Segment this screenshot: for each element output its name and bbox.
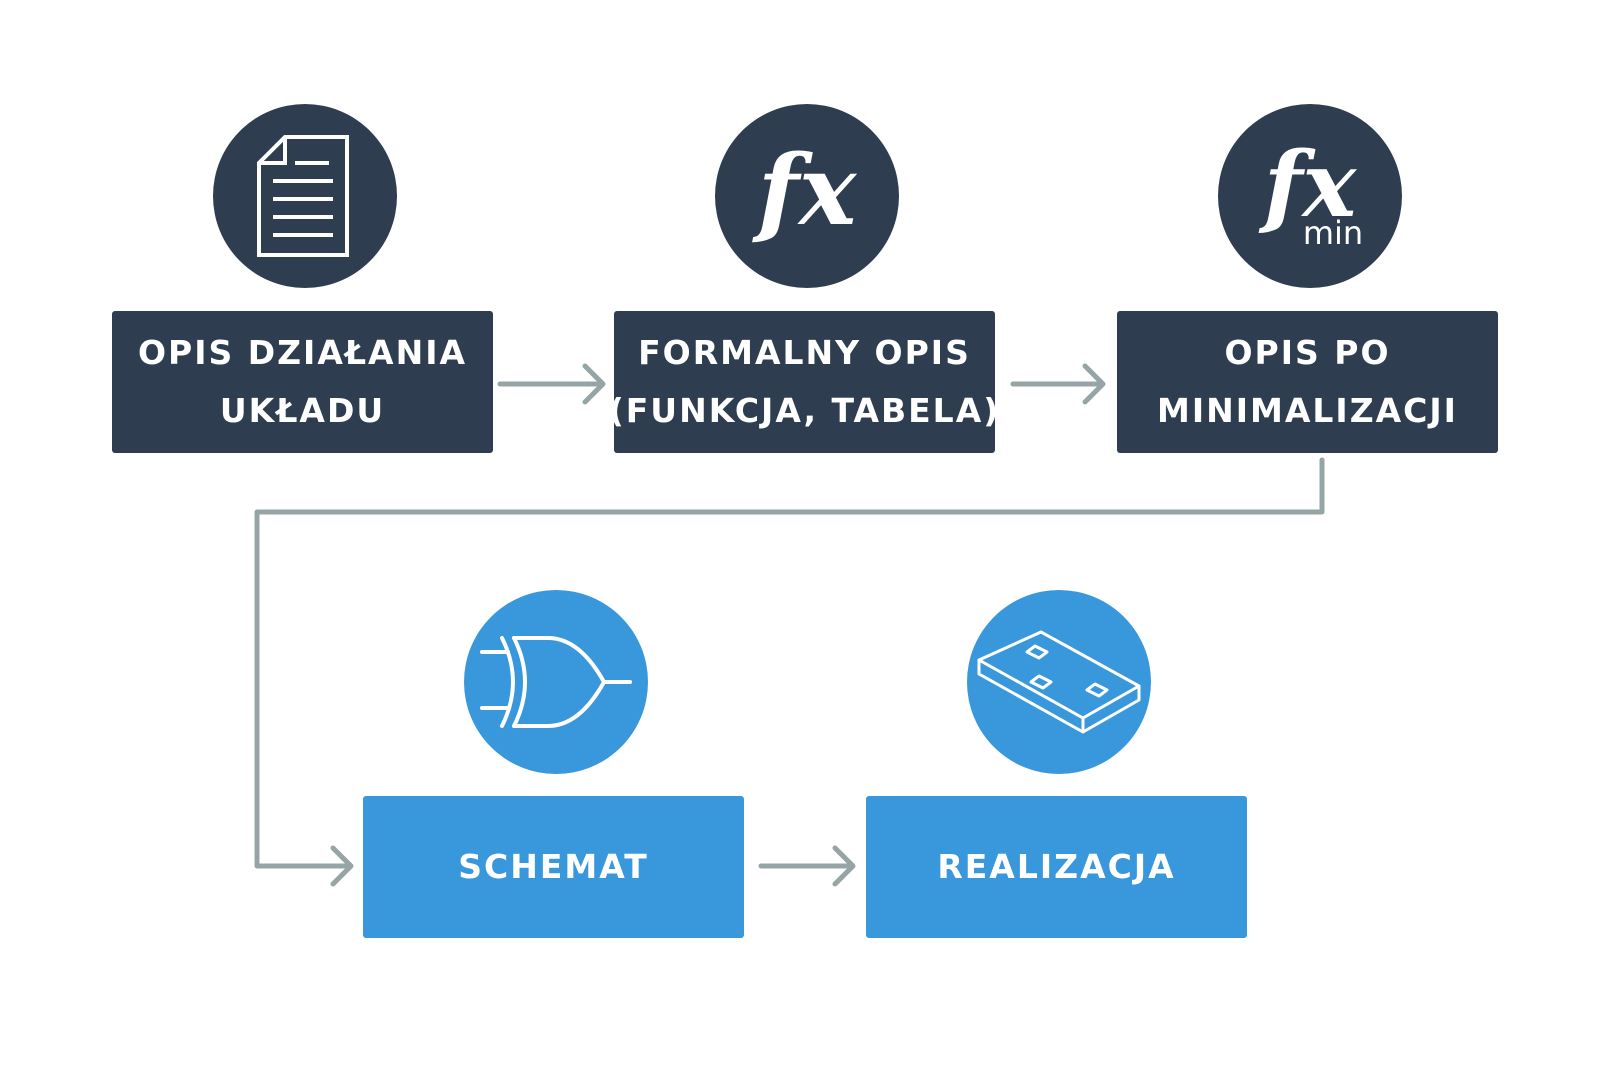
step-label-line-2: UKŁADU bbox=[219, 391, 386, 430]
icon-circle-realizacja bbox=[967, 590, 1151, 774]
edge-arrow-4-5 bbox=[758, 845, 856, 887]
edge-arrow-2-3 bbox=[1010, 363, 1106, 405]
or-gate-icon bbox=[480, 636, 632, 728]
step-label-line-2: MINIMALIZACJI bbox=[1157, 391, 1458, 430]
edge-arrow-1-2 bbox=[497, 363, 606, 405]
step-box-schemat: SCHEMAT bbox=[363, 796, 744, 938]
step-box-realizacja: REALIZACJA bbox=[866, 796, 1247, 938]
step-box-formalny-opis: FORMALNY OPIS (FUNKCJA, TABELA) bbox=[609, 311, 998, 453]
step-label: SCHEMAT bbox=[458, 847, 649, 886]
icon-circle-formalny-opis: fx bbox=[715, 104, 899, 288]
step-label: REALIZACJA bbox=[937, 847, 1176, 886]
icon-circle-opis-dzialania bbox=[213, 104, 397, 288]
icon-circle-schemat bbox=[464, 590, 648, 774]
step-label-line-1: OPIS DZIAŁANIA bbox=[137, 333, 468, 372]
document-icon bbox=[257, 135, 349, 257]
step-box-opis-po-minimalizacji: OPIS PO MINIMALIZACJI bbox=[1117, 311, 1498, 453]
edge-connector-3-4 bbox=[254, 457, 1325, 887]
fx-icon: fx bbox=[752, 134, 858, 247]
fx-min-icon-subscript: min bbox=[1303, 214, 1363, 252]
fx-icon-text: fx bbox=[752, 134, 858, 247]
step-label-line-1: OPIS PO bbox=[1224, 333, 1391, 372]
step-label-line-2: (FUNKCJA, TABELA) bbox=[608, 391, 1001, 430]
fx-min-icon: fx min bbox=[1258, 132, 1363, 252]
fx-min-icon-text: fx bbox=[1258, 132, 1358, 238]
step-box-opis-dzialania: OPIS DZIAŁANIA UKŁADU bbox=[112, 311, 493, 453]
icon-circle-opis-po-minimalizacji: fx min bbox=[1218, 104, 1402, 288]
step-label-line-1: FORMALNY OPIS bbox=[638, 333, 971, 372]
circuit-board-icon bbox=[977, 630, 1141, 734]
